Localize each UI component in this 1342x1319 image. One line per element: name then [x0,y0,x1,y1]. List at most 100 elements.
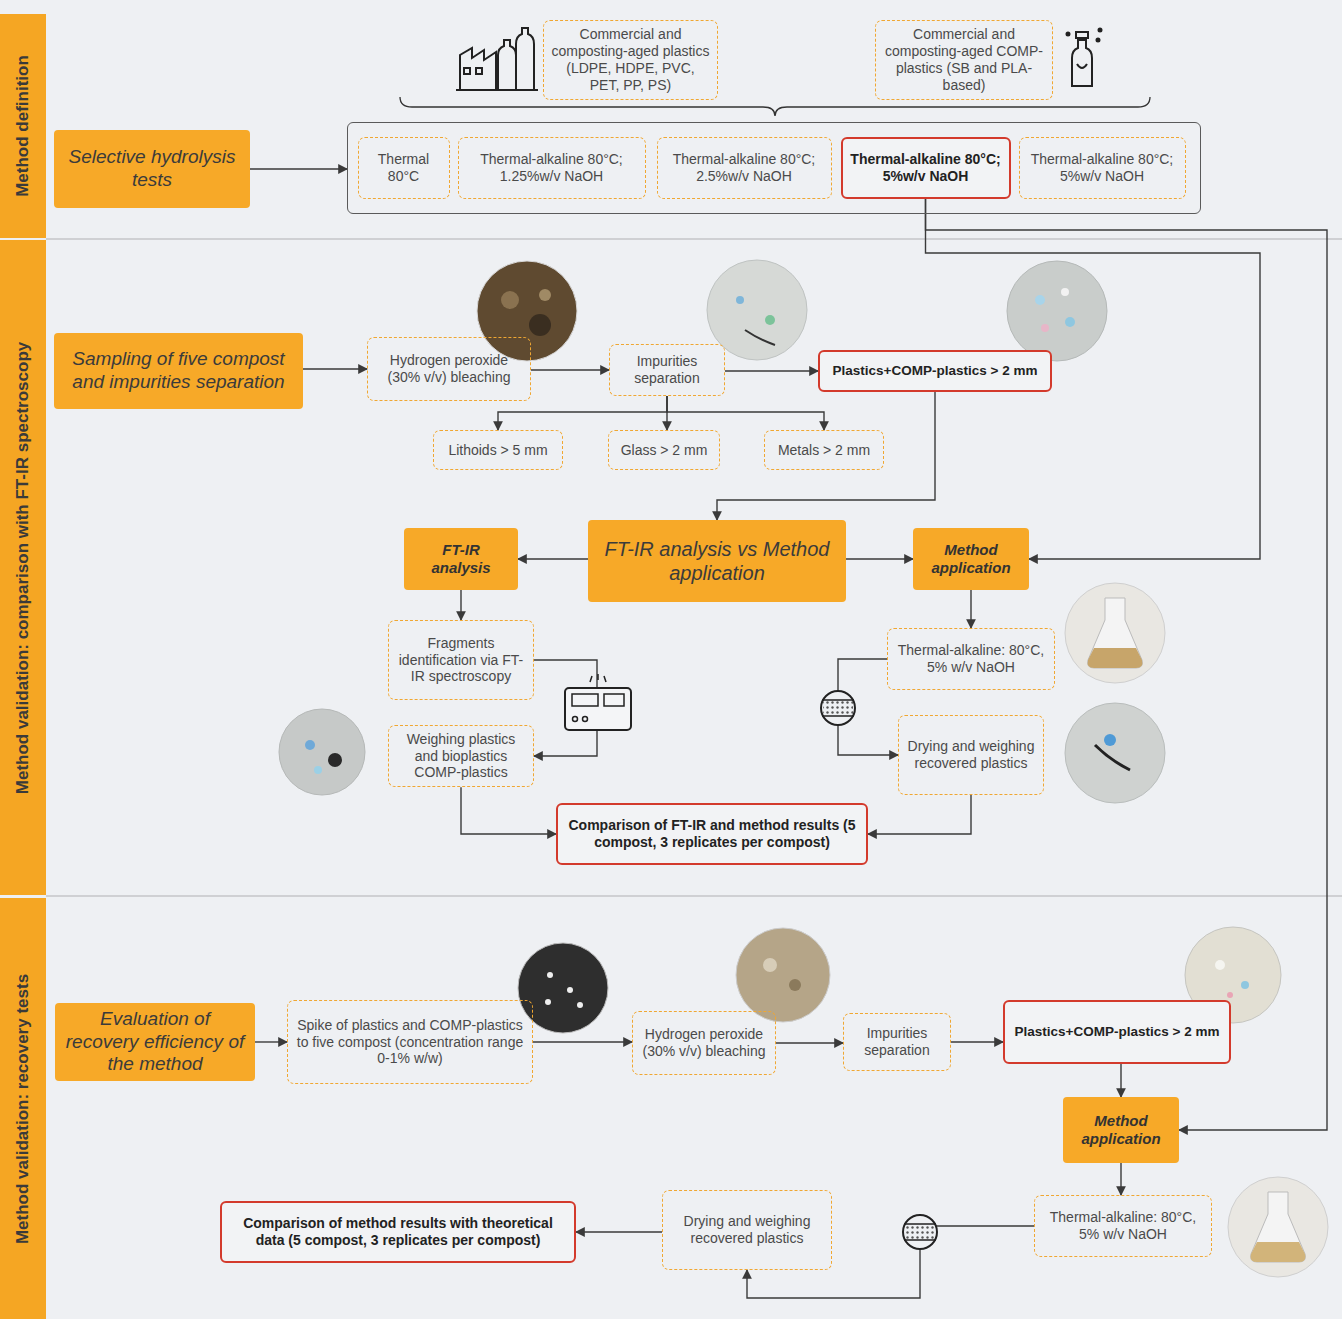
step-box: Drying and weighing recovered plastics [898,715,1044,795]
process-box: Selective hydrolysis tests [54,130,250,208]
box-text: Drying and weighing recovered plastics [906,738,1036,772]
photo [545,999,551,1005]
section-divider [46,895,1342,897]
photo [765,315,775,325]
box-text: Impurities separation [851,1025,943,1059]
flow-arrow [518,558,588,559]
spectrometer-icon [573,717,578,722]
bottle-icon [516,28,534,90]
flow-arrow [951,1041,1003,1042]
box-text: Plastics+COMP-plastics > 2 mm [833,363,1038,379]
box-text: Method definition [13,55,33,197]
step-box: Thermal-alkaline 80°C; 1.25%w/v NaOH [458,137,646,199]
factory-icon [476,68,482,74]
filter-icon [905,1224,935,1240]
photo [1227,992,1233,998]
box-text: Evaluation of recovery efficiency of the… [62,1008,248,1076]
bottle-icon [1072,40,1092,86]
bottle-icon [1097,39,1100,42]
photo [305,740,315,750]
flow-arrow [255,1041,287,1042]
photo [529,314,551,336]
flow-arrow [460,590,461,620]
result-box: Plastics+COMP-plastics > 2 mm [1003,1000,1231,1064]
photo [1088,648,1143,668]
step-box: Drying and weighing recovered plastics [662,1190,832,1270]
flow-arrow [498,396,667,430]
box-text: Thermal-alkaline 80°C; 2.5%w/v NaOH [665,151,824,185]
section-band: Method validation: comparison with FT-IR… [0,240,46,895]
group-box: Thermal 80°C Thermal-alkaline 80°C; 1.25%… [347,122,1201,214]
spectrometer-icon [572,694,598,706]
photo [1228,1177,1328,1277]
flow-arrow [531,369,609,370]
result-box: Comparison of method results with theore… [220,1201,576,1263]
filter-icon [822,699,854,701]
photo [501,291,519,309]
box-text: FT-IR analysis vs Method application [595,537,839,585]
step-box: Commercial and composting-aged COMP-plas… [875,20,1053,100]
result-box: Comparison of FT-IR and method results (… [556,803,868,865]
box-text: Comparison of method results with theore… [227,1215,569,1249]
process-box: Method application [913,528,1029,590]
photo [789,979,801,991]
photo [539,289,551,301]
photo [1088,598,1143,668]
photo [736,928,830,1022]
flow-arrow [461,787,556,834]
spectrometer-icon [565,674,631,730]
box-text: Lithoids > 5 mm [448,442,547,459]
filter-icon [823,700,853,716]
box-text: Fragments identification via FT-IR spect… [396,635,526,685]
photo [577,1002,583,1008]
photo [1215,960,1225,970]
result-box: Plastics+COMP-plastics > 2 mm [818,350,1052,392]
photo [707,260,807,360]
photo [1061,288,1069,296]
photo [477,261,577,361]
photo [1251,1242,1306,1262]
box-text: Sampling of five compost and impurities … [61,348,296,394]
step-box: Hydrogen peroxide (30% v/v) bleaching [367,337,531,401]
bottle-icon [1067,33,1070,36]
flow-arrow [303,368,367,369]
box-text: Thermal-alkaline 80°C; 5%w/v NaOH [1027,151,1178,185]
spectrometer-icon [583,717,588,722]
box-text: Weighing plastics and bioplastics COMP-p… [396,731,526,781]
spectrometer-icon [590,674,606,682]
step-box: Glass > 2 mm [608,430,720,470]
step-box: Thermal-alkaline 80°C; 2.5%w/v NaOH [657,137,832,199]
box-text: Metals > 2 mm [778,442,870,459]
box-text: Spike of plastics and COMP-plastics to f… [295,1017,525,1067]
process-box: FT-IR analysis vs Method application [588,520,846,602]
flow-arrow [725,370,818,371]
process-box: Method application [1063,1097,1179,1163]
photo [1095,745,1130,770]
photo [1035,295,1045,305]
process-box: FT-IR analysis [404,528,518,590]
box-text: Thermal 80°C [366,151,442,185]
box-text: Commercial and composting-aged COMP-plas… [883,26,1045,93]
box-text: Comparison of FT-IR and method results (… [563,817,861,851]
flow-arrow [868,795,971,834]
flow-arrow [846,558,913,559]
step-box: Thermal-alkaline: 80°C, 5% w/v NaOH [1034,1195,1212,1257]
box-text: Hydrogen peroxide (30% v/v) bleaching [375,352,523,386]
photo [279,709,365,795]
bottle-icon [498,40,516,90]
section-divider [46,238,1342,240]
box-text: Hydrogen peroxide (30% v/v) bleaching [640,1026,768,1060]
result-box: Thermal-alkaline 80°C; 5%w/v NaOH [841,137,1011,199]
flow-arrow [576,1231,662,1232]
filter-icon [822,715,854,717]
photo [1007,261,1107,361]
step-box: Lithoids > 5 mm [433,430,563,470]
photo [736,296,744,304]
box-text: Impurities separation [617,353,717,387]
filter-icon [904,1223,936,1225]
photo [547,972,553,978]
step-box: Hydrogen peroxide (30% v/v) bleaching [632,1011,776,1075]
flow-arrow [667,396,824,430]
process-box: Sampling of five compost and impurities … [54,333,303,409]
photo [1065,703,1165,803]
